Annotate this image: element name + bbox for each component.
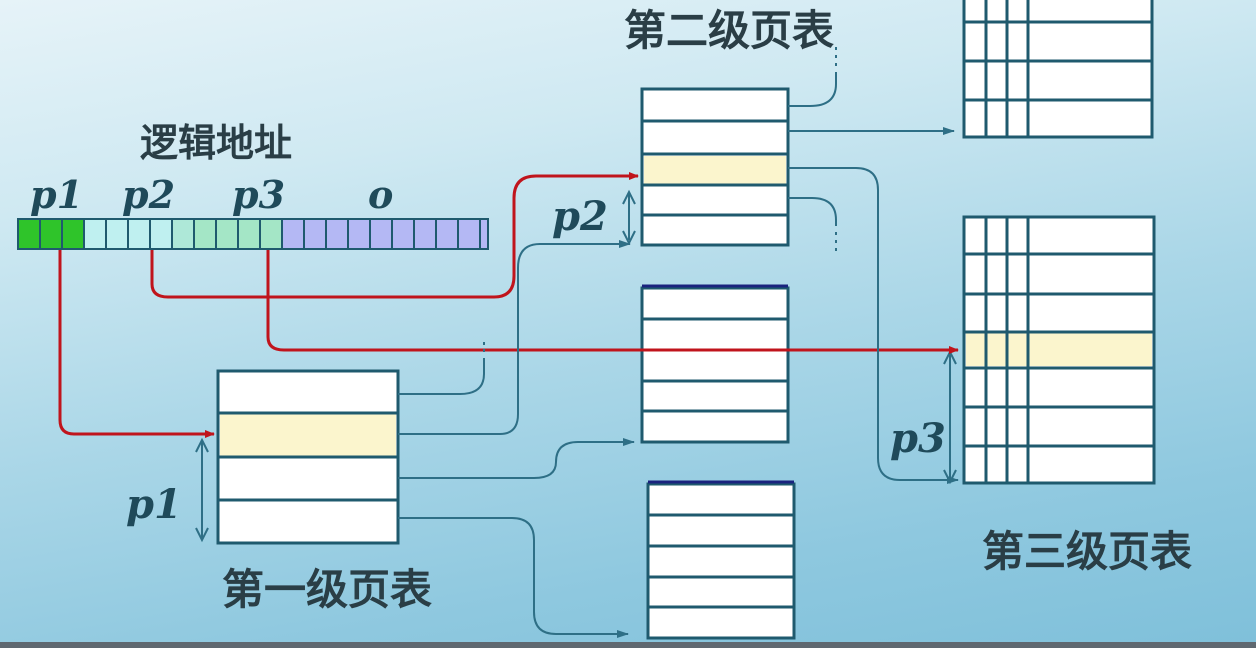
bottom-status-bar xyxy=(0,642,1256,648)
pointer-lines xyxy=(398,46,959,638)
p3-index-arrow xyxy=(266,250,959,354)
p3-offset-label: p3 xyxy=(890,415,946,462)
p2-index-arrow xyxy=(150,172,639,299)
level2-page-table-main xyxy=(640,87,790,247)
p2-offset-label: p2 xyxy=(552,193,608,240)
level2-label: 第二级页表 xyxy=(624,6,834,55)
p1-offset-label: p1 xyxy=(126,481,182,528)
level1-page-table xyxy=(216,369,400,545)
level2-selected-entry xyxy=(644,156,786,184)
level3-selected-entry xyxy=(966,333,1152,366)
level3-page-table-main xyxy=(962,215,1156,485)
p1-field-label: p1 xyxy=(30,172,83,217)
level3-page-table-top xyxy=(962,0,1154,139)
level1-label: 第一级页表 xyxy=(222,565,432,614)
level2-page-table-b xyxy=(640,284,790,444)
level2-page-table-c xyxy=(646,480,796,640)
offset-field-label: o xyxy=(368,172,393,217)
level3-label: 第三级页表 xyxy=(982,527,1192,576)
p2-field-label: p2 xyxy=(122,172,175,217)
logical-address-label: 逻辑地址 xyxy=(140,121,292,165)
level1-selected-entry xyxy=(220,414,396,456)
p3-field-label: p3 xyxy=(232,172,285,217)
logical-address-bar xyxy=(17,218,489,250)
p1-index-arrow xyxy=(58,250,215,438)
